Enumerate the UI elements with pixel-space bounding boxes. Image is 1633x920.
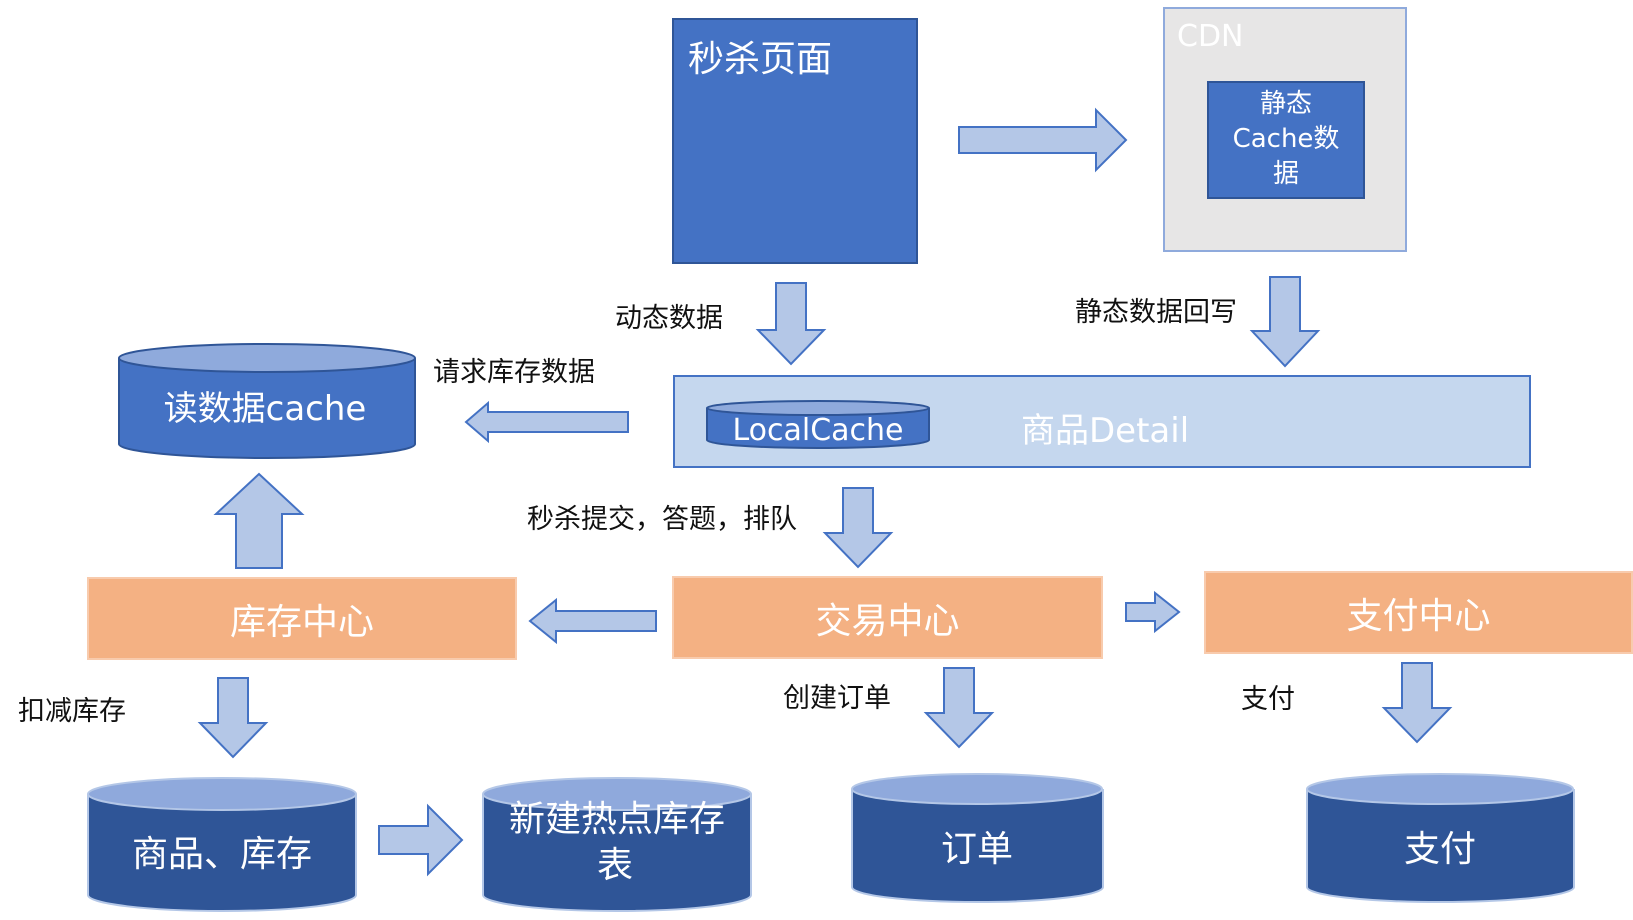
goods-inventory-db: 商品、库存 bbox=[87, 777, 357, 912]
local-cache-cylinder: LocalCache bbox=[706, 400, 930, 449]
arrow-trade-to-payment-right bbox=[1125, 590, 1181, 634]
miaosha-page-box: 秒杀页面 bbox=[672, 18, 918, 264]
local-cache-label: LocalCache bbox=[732, 413, 903, 448]
arrow-request-inventory-left bbox=[464, 400, 629, 444]
cdn-title: CDN bbox=[1177, 19, 1244, 54]
arrow-inventory-to-read-cache-up bbox=[213, 472, 305, 569]
arrow-dynamic-data-down bbox=[755, 282, 827, 366]
inventory-center-label: 库存中心 bbox=[229, 601, 374, 643]
inventory-center-box: 库存中心 bbox=[87, 577, 517, 660]
arrow-pay-down bbox=[1381, 662, 1453, 744]
arrow-create-order-down bbox=[923, 667, 995, 749]
payment-center-label: 支付中心 bbox=[1346, 595, 1491, 637]
hot-inventory-label-line2: 表 bbox=[597, 845, 633, 886]
orders-db: 订单 bbox=[851, 773, 1104, 904]
label-dynamic-data: 动态数据 bbox=[615, 303, 723, 334]
cdn-box: CDN 静态 Cache数 据 bbox=[1163, 7, 1407, 252]
read-cache-cylinder: 读数据cache bbox=[118, 343, 416, 459]
arrow-goods-to-hot-inventory-right bbox=[378, 803, 464, 877]
cdn-inner-line3: 据 bbox=[1272, 159, 1299, 189]
cdn-static-cache-box: 静态 Cache数 据 bbox=[1207, 81, 1365, 199]
cdn-inner-line1: 静态 bbox=[1259, 89, 1312, 119]
miaosha-page-title: 秒杀页面 bbox=[688, 39, 833, 80]
label-submit-queue: 秒杀提交，答题，排队 bbox=[527, 504, 797, 535]
trade-center-label: 交易中心 bbox=[815, 600, 960, 642]
read-cache-label: 读数据cache bbox=[164, 389, 367, 429]
product-detail-label: 商品Detail bbox=[1021, 411, 1190, 451]
hot-inventory-db: 新建热点库存 表 bbox=[482, 777, 752, 912]
label-create-order: 创建订单 bbox=[783, 683, 891, 714]
arrow-page-to-cdn bbox=[958, 107, 1128, 173]
goods-inventory-label: 商品、库存 bbox=[132, 834, 312, 875]
arrow-static-writeback-down bbox=[1249, 276, 1321, 368]
arrow-submit-down bbox=[822, 487, 894, 569]
label-pay: 支付 bbox=[1241, 684, 1295, 715]
payment-db: 支付 bbox=[1306, 773, 1575, 904]
cdn-inner-line2: Cache数 bbox=[1232, 124, 1340, 154]
trade-center-box: 交易中心 bbox=[672, 576, 1103, 659]
arrow-trade-to-inventory-left bbox=[528, 597, 657, 645]
payment-center-box: 支付中心 bbox=[1204, 571, 1633, 654]
label-request-inventory: 请求库存数据 bbox=[433, 357, 595, 388]
label-deduct-inventory: 扣减库存 bbox=[18, 696, 126, 727]
payment-label: 支付 bbox=[1404, 829, 1476, 870]
orders-label: 订单 bbox=[941, 829, 1013, 870]
arrow-deduct-inventory-down bbox=[197, 677, 269, 759]
label-static-writeback: 静态数据回写 bbox=[1075, 297, 1237, 328]
hot-inventory-label-line1: 新建热点库存 bbox=[509, 799, 725, 840]
